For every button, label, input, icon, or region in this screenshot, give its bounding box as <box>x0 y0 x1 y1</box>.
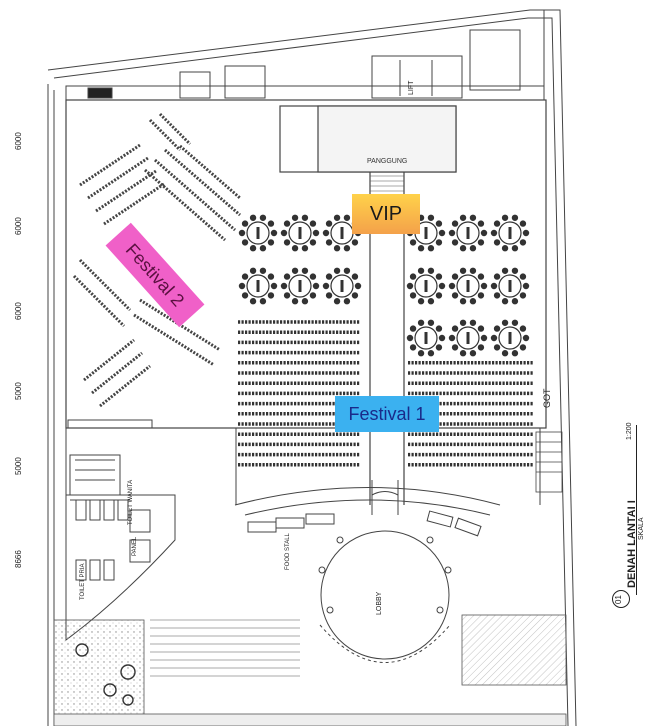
entrance-curves <box>234 428 541 537</box>
round-table <box>406 319 446 357</box>
main-hall-walls <box>65 99 547 505</box>
round-table <box>322 267 362 305</box>
lift-label: LIFT <box>408 80 415 95</box>
round-table <box>490 319 530 357</box>
landscape-right <box>461 614 567 686</box>
lobby-steps <box>150 619 300 677</box>
scale-value: 1:200 <box>626 422 633 440</box>
dimension-label: 5000 <box>14 382 23 400</box>
bottom-strip <box>53 713 567 726</box>
vip-label: VIP <box>369 202 403 225</box>
title-divider <box>636 425 637 595</box>
festival-1-zone-box[interactable] <box>335 396 439 432</box>
round-table <box>448 214 488 252</box>
dimension-label: 5000 <box>14 457 23 475</box>
toilet-wanita-label: TOILET WANITA <box>128 479 134 525</box>
food-stall-label: FOOD STALL <box>285 533 291 570</box>
round-table <box>238 267 278 305</box>
round-table <box>448 267 488 305</box>
stage-label: PANGGUNG <box>367 158 408 165</box>
round-table <box>280 214 320 252</box>
got-label: GOT <box>542 388 552 409</box>
vip-round-tables <box>238 214 530 357</box>
round-table <box>280 267 320 305</box>
garden-circles <box>75 643 136 706</box>
lobby-label: LOBBY <box>376 591 383 615</box>
dimension-label: 6000 <box>14 217 23 235</box>
vip-zone-box[interactable] <box>352 194 420 234</box>
lobby <box>318 530 452 663</box>
dimension-label: 6000 <box>14 302 23 320</box>
landscape-left <box>53 619 145 726</box>
round-table <box>490 214 530 252</box>
dimension-label: 6000 <box>14 132 23 150</box>
service-rooms-top <box>65 29 545 101</box>
round-table <box>406 267 446 305</box>
round-table <box>490 267 530 305</box>
festival-1-label: Festival 1 <box>348 403 426 424</box>
toilet-pria-label: TOILET PRIA <box>80 563 86 600</box>
festival-2-zone-box[interactable] <box>105 222 205 328</box>
dimension-label: 8666 <box>14 550 23 568</box>
sheet-number: 01 <box>614 595 623 604</box>
festival-1-row-seating <box>238 320 534 467</box>
round-table <box>448 319 488 357</box>
toilet-block <box>65 419 176 641</box>
title-sheet-circle <box>612 590 630 608</box>
panel-label: PANEL <box>132 536 138 556</box>
stage-stairs <box>370 175 404 192</box>
round-table <box>238 214 278 252</box>
scale-word: SKALA <box>638 517 645 540</box>
